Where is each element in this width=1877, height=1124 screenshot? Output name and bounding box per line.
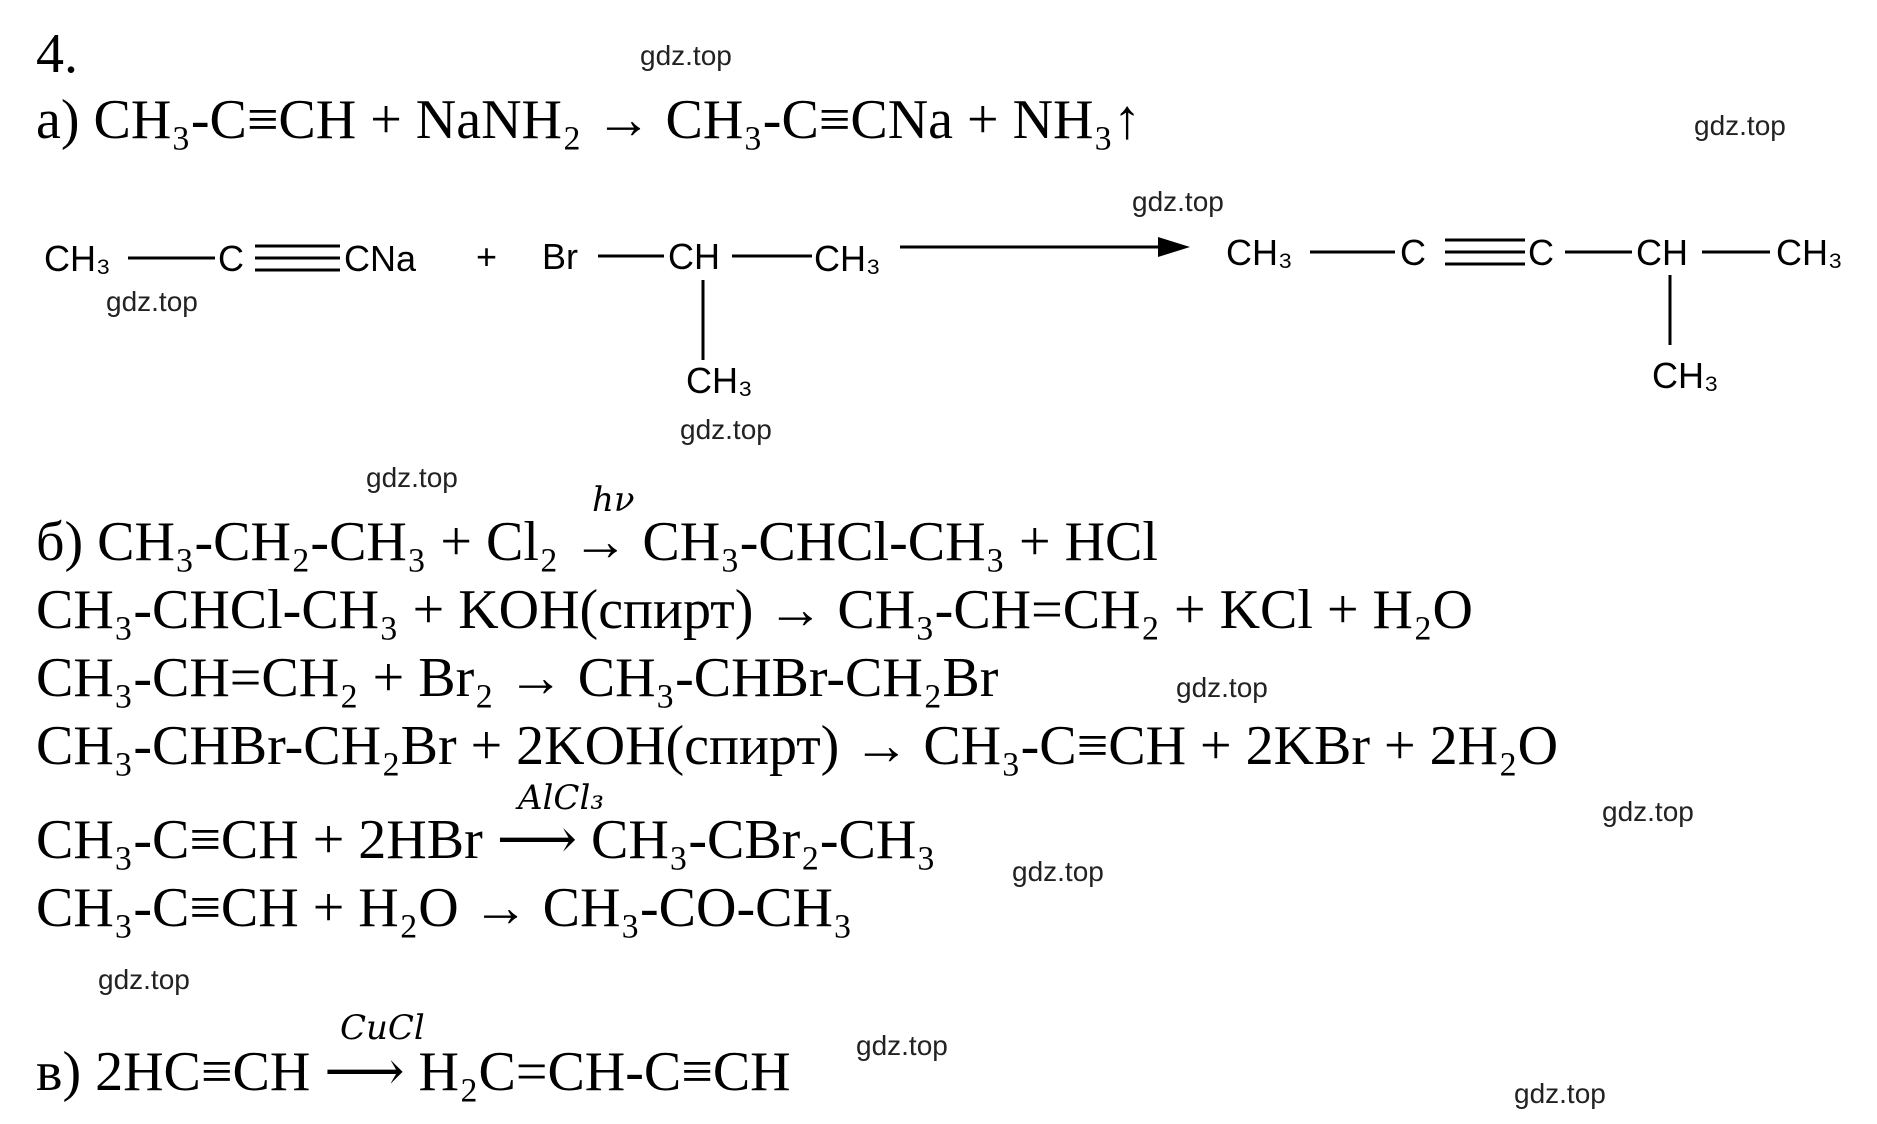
watermark: gdz.top [1176, 672, 1268, 703]
label-c: C [218, 238, 244, 279]
label-ch3: CH₃ [1226, 232, 1293, 273]
label-c: C [1400, 232, 1426, 273]
watermark: gdz.top [1132, 186, 1224, 217]
problem-number: 4. [36, 23, 78, 85]
watermark: gdz.top [856, 1030, 948, 1061]
part-b-line-1: б) CH₃-CH₂-CH₃ + Cl₂ → CH₃-CHCl-CH₃ + HC… [36, 511, 1158, 573]
condition-cucl: CuCl [340, 1008, 425, 1048]
part-c-arrow: ⟶ [324, 1041, 405, 1103]
watermark: gdz.top [1602, 796, 1694, 827]
line-5-left: CH₃-C≡CH + 2HBr [36, 809, 483, 871]
label-ch3: CH₃ [686, 360, 753, 401]
plus-sign: + [476, 236, 498, 277]
reaction-arrow-head [1158, 237, 1190, 257]
watermark: gdz.top [366, 462, 458, 493]
watermark: gdz.top [106, 286, 198, 317]
part-c-equation: в) 2HC≡CH ⟶ H₂C=CH-C≡CH [36, 1044, 791, 1100]
part-c-left: в) 2HC≡CH [36, 1041, 311, 1103]
label-ch3: CH₃ [44, 238, 111, 279]
label-br: Br [542, 236, 578, 277]
watermark: gdz.top [680, 414, 772, 445]
condition-hv: hν [592, 480, 635, 520]
label-ch3: CH₃ [1776, 232, 1843, 273]
watermark: gdz.top [1694, 110, 1786, 141]
label-ch: CH [668, 236, 720, 277]
label-cna: CNa [344, 238, 417, 279]
condition-alcl3: AlCl₃ [518, 778, 604, 818]
line-5-right: CH₃-CBr₂-CH₃ [591, 809, 936, 871]
part-b-line-4: CH₃-CHBr-CH₂Br + 2KOH(спирт) → CH₃-C≡CH … [36, 715, 1559, 777]
part-b-line-2: CH₃-CHCl-CH₃ + KOH(спирт) → CH₃-CH=CH₂ +… [36, 579, 1473, 641]
label-ch: CH [1636, 232, 1688, 273]
label-ch3: CH₃ [814, 238, 881, 279]
watermark: gdz.top [1012, 856, 1104, 887]
structure-bonds [128, 237, 1770, 360]
part-b-line-3: CH₃-CH=CH₂ + Br₂ → CH₃-CHBr-CH₂Br [36, 647, 999, 709]
watermark: gdz.top [640, 40, 732, 71]
part-b-line-5: CH₃-C≡CH + 2HBr ⟶ CH₃-CBr₂-CH₃ [36, 812, 936, 868]
label-ch3: CH₃ [1652, 355, 1719, 396]
line-5-arrow: ⟶ [496, 809, 577, 871]
label-c: C [1528, 232, 1554, 273]
part-a-equation: а) CH₃-C≡CH + NaNH₂ → CH₃-C≡CNa + NH₃↑ [36, 89, 1142, 151]
part-b-line-6: CH₃-C≡CH + H₂O → CH₃-CO-CH₃ [36, 877, 853, 939]
part-c-right: H₂C=CH-C≡CH [418, 1041, 791, 1103]
watermark: gdz.top [98, 964, 190, 995]
watermark: gdz.top [1514, 1078, 1606, 1109]
